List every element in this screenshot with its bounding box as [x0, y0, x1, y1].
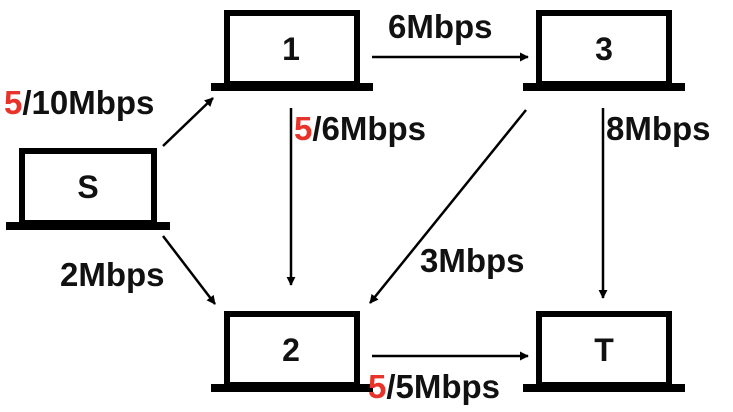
node-3: 3 — [523, 10, 685, 91]
edge-2-t-label: 5/5Mbps — [368, 368, 500, 405]
node-3-label: 3 — [595, 31, 613, 67]
edge-s-1-label: 5/10Mbps — [4, 84, 154, 121]
laptop-base-3 — [523, 83, 685, 91]
edge-s-2-label: 2Mbps — [60, 256, 165, 293]
laptop-base-s — [6, 222, 170, 230]
node-1-label: 1 — [282, 31, 300, 67]
node-2: 2 — [211, 311, 373, 392]
laptop-screen-2 — [224, 311, 360, 388]
node-1: 1 — [211, 10, 373, 91]
edge-1-2-flow: 5 — [294, 110, 312, 147]
node-2-label: 2 — [282, 332, 300, 368]
edge-3-2-label: 3Mbps — [420, 242, 525, 279]
node-s: S — [6, 148, 170, 230]
edge-s-1-flow: 5 — [4, 84, 22, 121]
edge-3-t-label: 8Mbps — [606, 110, 711, 147]
edge-1-2-capacity: /6Mbps — [312, 110, 426, 147]
edge-2-t-flow: 5 — [368, 368, 386, 405]
edge-s-1-arrow — [162, 97, 214, 147]
edge-2-t-capacity: /5Mbps — [386, 368, 500, 405]
node-t-label: T — [594, 332, 614, 368]
edge-1-2-label: 5/6Mbps — [294, 110, 426, 147]
edge-s-2-arrow — [162, 235, 216, 305]
node-t: T — [523, 311, 685, 392]
edge-s-1-capacity: /10Mbps — [22, 84, 154, 121]
laptop-base-2 — [211, 384, 373, 392]
laptop-base-t — [523, 384, 685, 392]
edge-1-3-label: 6Mbps — [388, 8, 493, 45]
laptop-base-1 — [211, 83, 373, 91]
edge-3-2-arrow — [369, 109, 527, 304]
node-s-label: S — [77, 169, 98, 205]
